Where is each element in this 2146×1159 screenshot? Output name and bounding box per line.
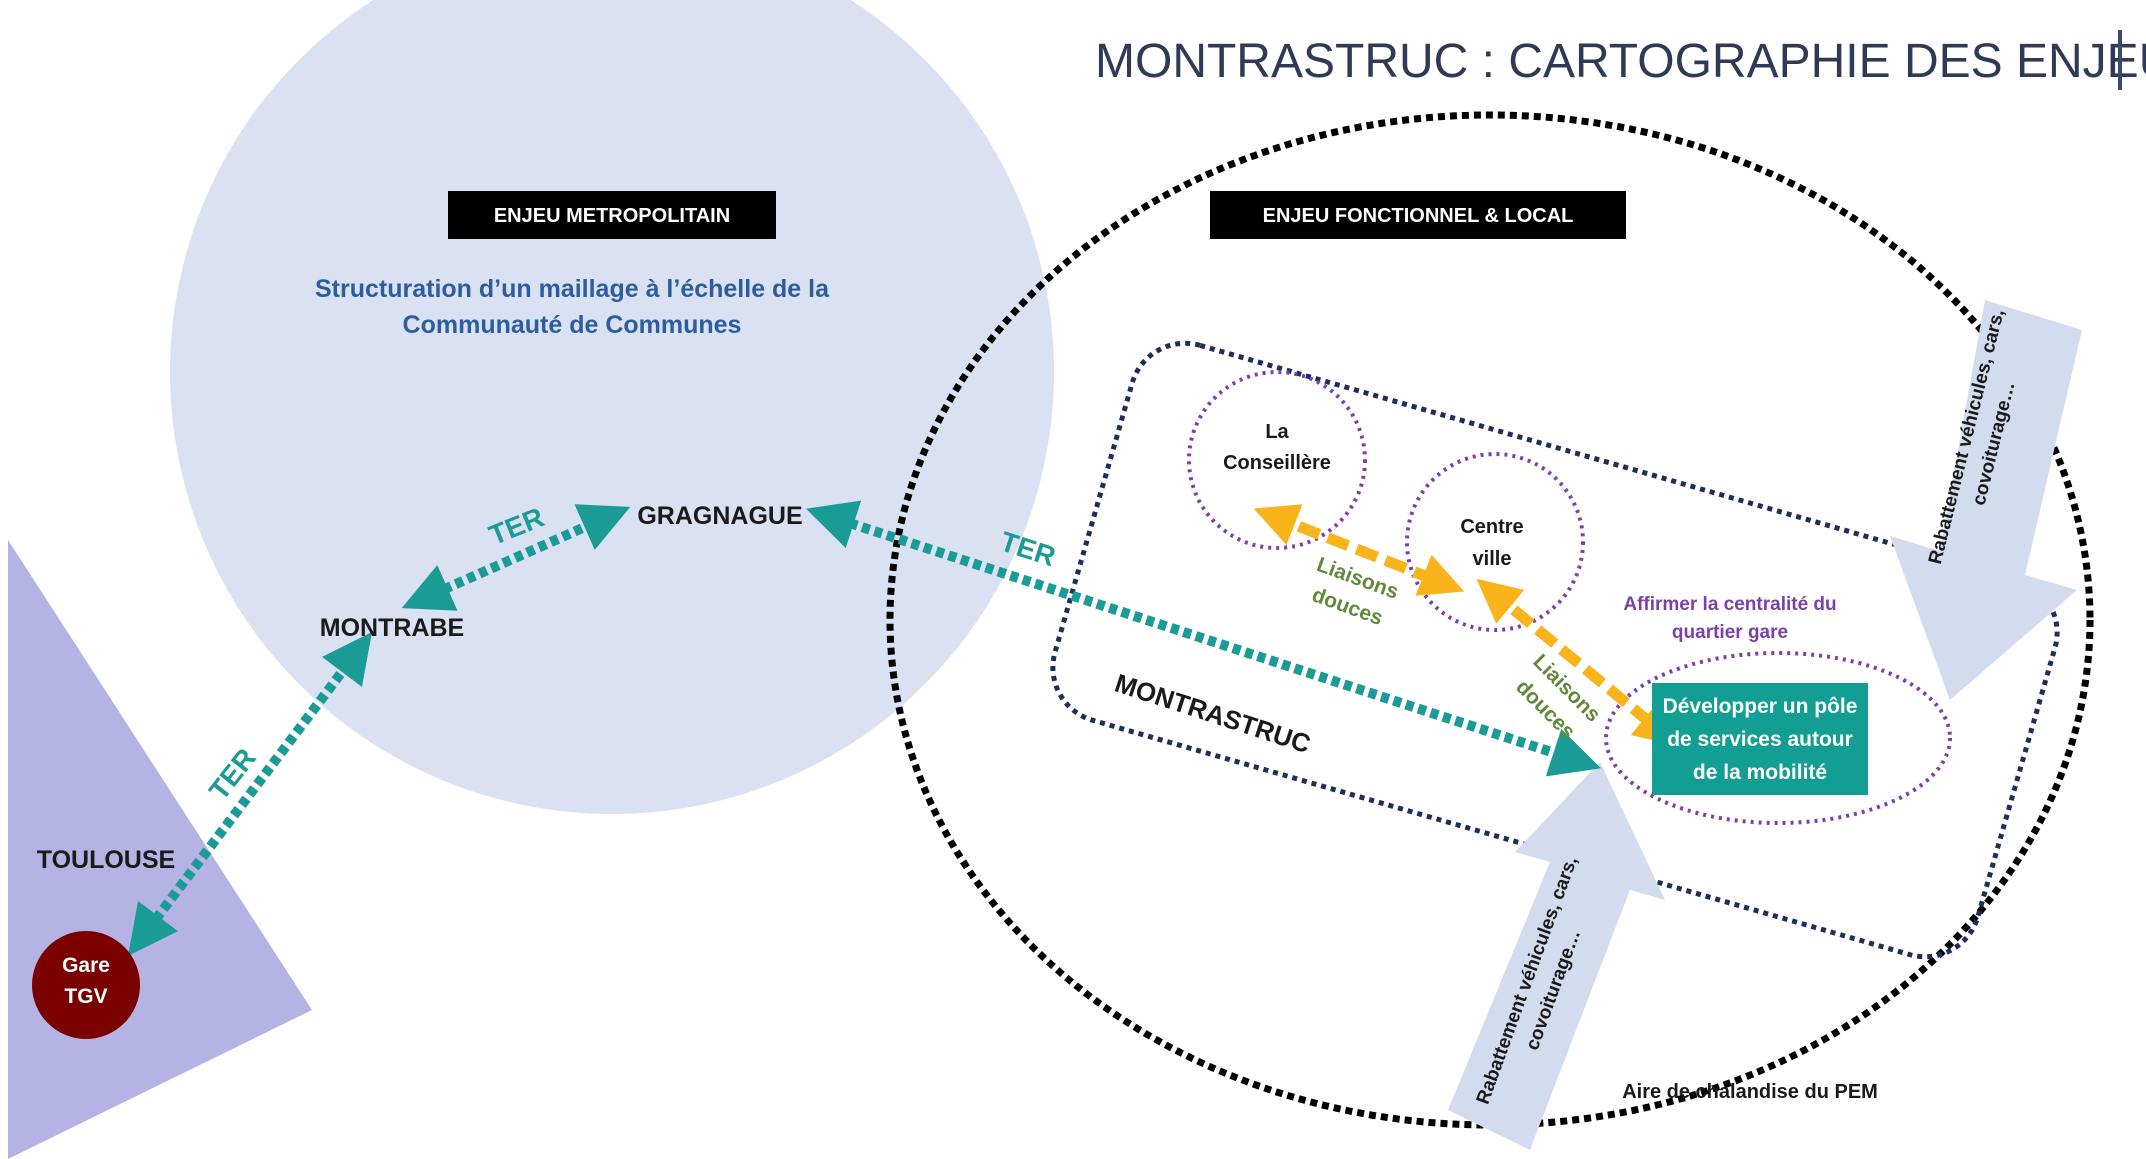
aire-chalandise-label: Aire de chalandise du PEM xyxy=(1622,1081,1878,1103)
title-bar xyxy=(2118,30,2122,90)
pole-services-line2: de services autour xyxy=(1667,728,1853,751)
liaisons-douces-label-2: Liaisons douces xyxy=(1511,650,1605,744)
liaisons-arrow-conseillere-centre xyxy=(1253,504,1465,596)
enjeu-metropolitain-box xyxy=(448,191,776,239)
rabattement-arrow-top xyxy=(1890,300,2082,700)
montrastruc-zone xyxy=(1050,340,2060,960)
centre-ville-circle xyxy=(1405,452,1585,632)
enjeu-local-box xyxy=(1210,191,1626,239)
metropolitan-zone-circle xyxy=(170,0,1054,814)
enjeu-metropolitain-label: ENJEU METROPOLITAIN xyxy=(494,205,730,227)
enjeu-local-label: ENJEU FONCTIONNEL & LOCAL xyxy=(1263,205,1574,227)
toulouse-label: TOULOUSE xyxy=(37,846,175,874)
montrabe-label: MONTRABE xyxy=(320,614,464,642)
la-conseillere-line1: La xyxy=(1265,421,1289,443)
structuration-text-line1: Structuration d’un maillage à l’échelle … xyxy=(315,275,830,303)
pole-services-line3: de la mobilité xyxy=(1693,761,1827,784)
affirmer-centralite-line2: quartier gare xyxy=(1672,622,1788,643)
gare-tgv-line2: TGV xyxy=(64,985,107,1008)
pole-services-ellipse xyxy=(1604,651,1952,825)
affirmer-centralite-line1: Affirmer la centralité du xyxy=(1623,594,1836,615)
ter-arrow-gragnague-pole xyxy=(805,500,1602,777)
pole-services-box xyxy=(1652,683,1868,795)
gare-tgv-circle xyxy=(32,931,140,1039)
gragnague-label: GRAGNAGUE xyxy=(637,502,802,530)
page-title: MONTRASTRUC : CARTOGRAPHIE DES ENJEUX xyxy=(1095,35,2146,88)
structuration-text-line2: Communauté de Communes xyxy=(403,311,742,339)
centre-ville-line1: Centre xyxy=(1460,516,1523,538)
la-conseillere-line2: Conseillère xyxy=(1223,452,1331,474)
montrastruc-label: MONTRASTRUC xyxy=(1111,668,1314,760)
pole-services-line1: Développer un pôle xyxy=(1663,695,1858,718)
rabattement-arrow-bottom xyxy=(1448,762,1665,1150)
gare-tgv-line1: Gare xyxy=(62,954,110,977)
liaisons-arrow-centre-pole xyxy=(1476,578,1679,747)
aire-chalandise-ellipse xyxy=(886,111,2094,1129)
ter-arrow-toulouse-montrabe xyxy=(127,632,373,956)
centre-ville-line2: ville xyxy=(1473,548,1512,570)
ter-arrow-montrabe-gragnague xyxy=(401,504,631,611)
